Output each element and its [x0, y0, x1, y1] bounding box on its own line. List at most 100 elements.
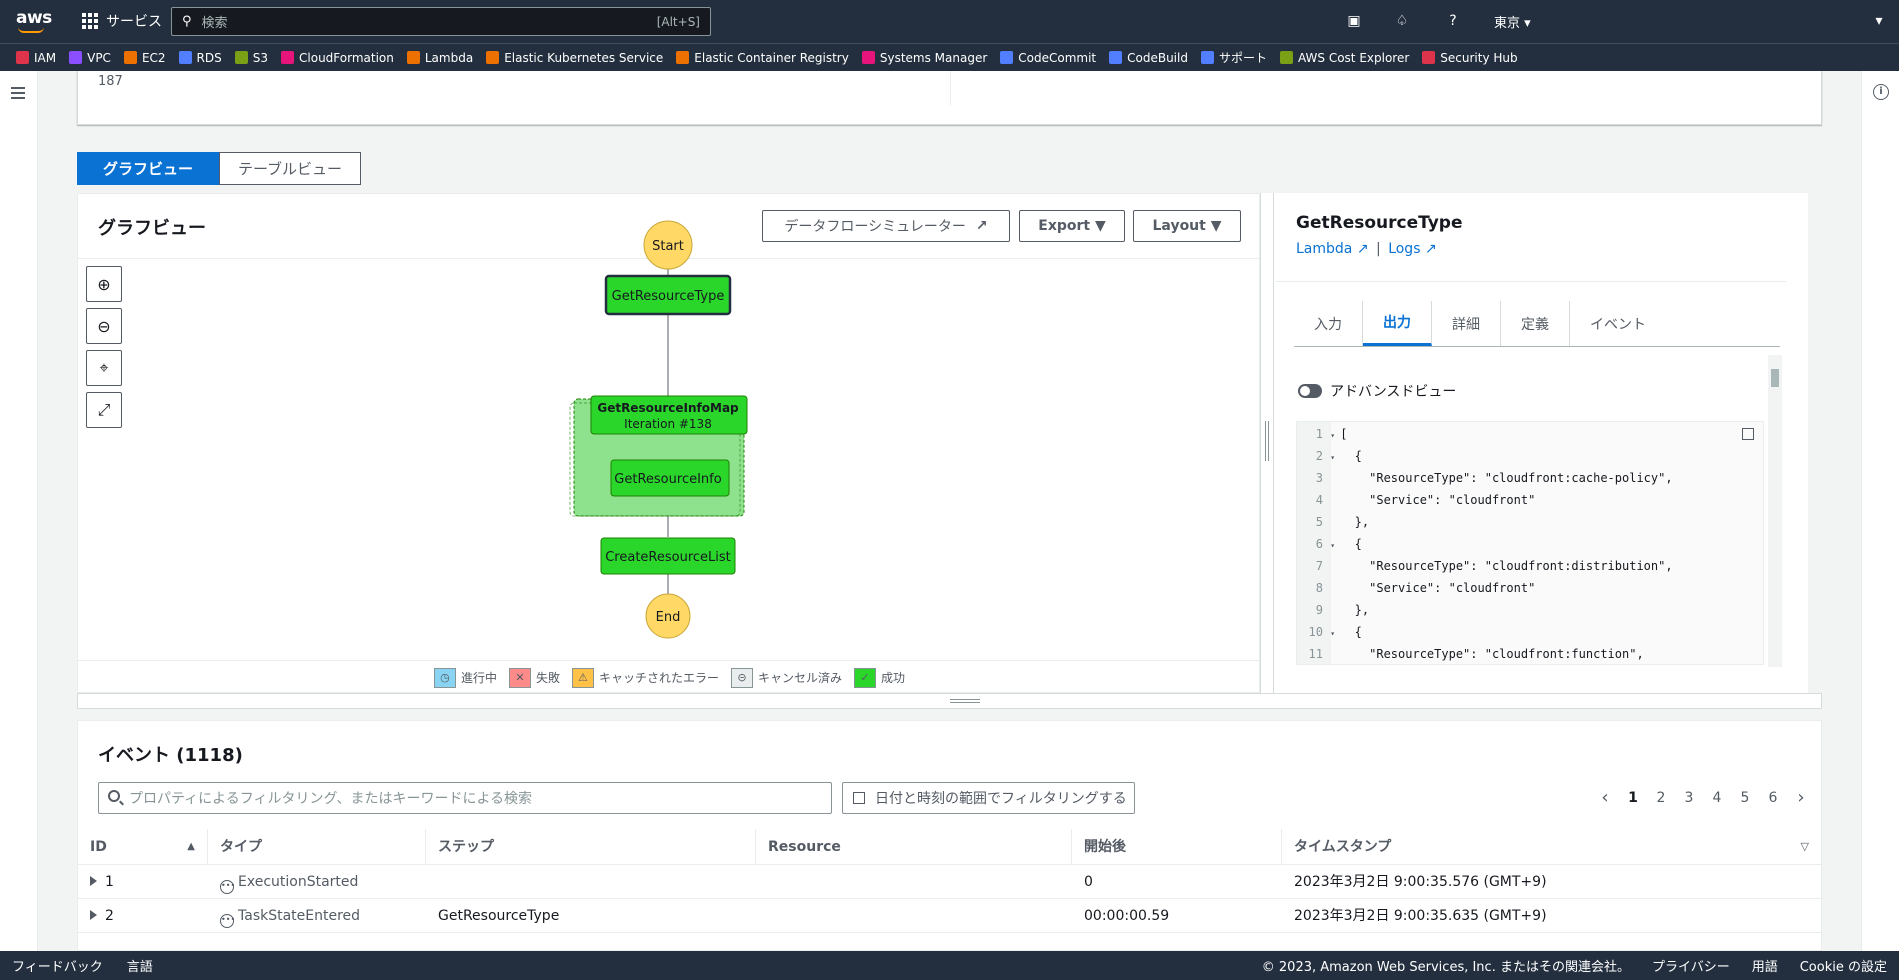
fold-toggle[interactable]: ▾	[1330, 629, 1336, 638]
fold-toggle[interactable]: ▾	[1330, 453, 1336, 462]
account-menu-button[interactable]: ▾	[1875, 13, 1883, 29]
column-header-4[interactable]: 開始後	[1072, 829, 1282, 865]
graph-view-button[interactable]: グラフビュー	[77, 152, 219, 185]
output-scrollbar[interactable]	[1768, 355, 1782, 667]
next-page-icon[interactable]: ›	[1797, 787, 1805, 808]
terms-link[interactable]: 用語	[1751, 960, 1778, 975]
help-icon[interactable]: ?	[1449, 13, 1457, 29]
detail-tab-0[interactable]: 入力	[1294, 301, 1363, 346]
line-number: 4	[1315, 493, 1323, 507]
advanced-view-toggle[interactable]: アドバンスドビュー	[1298, 381, 1456, 401]
region-selector[interactable]: 東京 ▾	[1494, 16, 1531, 31]
page-2[interactable]: 2	[1656, 789, 1666, 806]
service-icon	[234, 51, 248, 64]
horizontal-splitter[interactable]	[77, 693, 1822, 709]
info-icon[interactable]: i	[1873, 84, 1889, 100]
column-header-1[interactable]: タイプ	[208, 829, 426, 865]
external-link-icon: ↗	[1356, 241, 1369, 257]
output-code-viewer[interactable]: 1 ▾[2 ▾ {3 "ResourceType": "cloudfront:c…	[1296, 421, 1764, 665]
feedback-link[interactable]: フィードバック	[12, 960, 103, 975]
column-header-2[interactable]: ステップ	[426, 829, 756, 865]
expand-icon[interactable]	[90, 910, 97, 920]
copy-icon[interactable]	[1742, 428, 1754, 440]
cloudshell-icon[interactable]: ▣	[1347, 13, 1361, 29]
fold-toggle[interactable]: ▾	[1330, 431, 1336, 440]
table-view-button[interactable]: テーブルビュー	[219, 152, 361, 185]
cell-timestamp: 2023年3月2日 9:00:35.576 (GMT+9)	[1294, 874, 1547, 890]
page-5[interactable]: 5	[1740, 789, 1750, 806]
layout-button[interactable]: Layout ▼	[1133, 210, 1241, 242]
code-text: "ResourceType": "cloudfront:function",	[1340, 647, 1644, 661]
column-header-5[interactable]: タイムスタンプ▽	[1282, 829, 1822, 865]
favorite-9[interactable]: Systems Manager	[861, 51, 987, 65]
code-text: "ResourceType": "cloudfront:cache-policy…	[1340, 471, 1673, 485]
favorite-12[interactable]: サポート	[1200, 49, 1267, 66]
favorite-3[interactable]: RDS	[178, 51, 222, 65]
global-search-input[interactable]: ⚲ 検索 [Alt+S]	[171, 7, 711, 36]
expand-icon[interactable]	[90, 876, 97, 886]
favorite-1[interactable]: VPC	[69, 51, 111, 65]
vertical-splitter[interactable]	[1260, 193, 1274, 693]
aws-logo[interactable]: aws	[16, 8, 52, 33]
failed-icon: ✕	[508, 667, 531, 688]
legend-caught-error: ⚠キャッチされたエラー	[571, 667, 719, 688]
page-4[interactable]: 4	[1712, 789, 1722, 806]
prev-page-icon[interactable]: ‹	[1601, 787, 1609, 808]
code-text: },	[1340, 603, 1370, 617]
service-icon	[1109, 51, 1123, 64]
service-icon	[406, 51, 420, 64]
page-6[interactable]: 6	[1768, 789, 1778, 806]
external-link-icon: ↗	[975, 218, 988, 234]
line-number: 9	[1315, 603, 1323, 617]
column-header-0[interactable]: ID▲	[78, 829, 208, 865]
createresourcelist-node	[600, 537, 736, 575]
favorite-7[interactable]: Elastic Kubernetes Service	[486, 51, 663, 65]
zoom-out-icon[interactable]: ⊖	[86, 308, 122, 344]
events-filter-input[interactable]: プロパティによるフィルタリング、またはキーワードによる検索	[98, 782, 832, 814]
zoom-in-icon[interactable]: ⊕	[86, 266, 122, 302]
favorite-13[interactable]: AWS Cost Explorer	[1279, 51, 1409, 65]
export-button[interactable]: Export ▼	[1019, 210, 1125, 242]
favorite-14[interactable]: Security Hub	[1422, 51, 1518, 65]
favorite-8[interactable]: Elastic Container Registry	[676, 51, 849, 65]
date-range-filter-button[interactable]: 日付と時刻の範囲でフィルタリングする	[842, 782, 1135, 814]
toggle-switch[interactable]	[1298, 384, 1322, 398]
detail-tab-4[interactable]: イベント	[1590, 316, 1646, 333]
privacy-link[interactable]: プライバシー	[1651, 960, 1730, 975]
fold-toggle[interactable]: ▾	[1330, 541, 1336, 550]
success-icon: ✓	[854, 667, 877, 688]
panel-scrollbar[interactable]	[1808, 193, 1822, 693]
external-link-icon: ↗	[1424, 241, 1437, 257]
sort-ascending-icon[interactable]: ▲	[187, 841, 195, 852]
page-1[interactable]: 1	[1628, 789, 1638, 806]
page-3[interactable]: 3	[1684, 789, 1694, 806]
services-menu-button[interactable]: サービス	[82, 11, 162, 31]
favorite-4[interactable]: S3	[234, 51, 268, 65]
favorite-11[interactable]: CodeBuild	[1109, 51, 1188, 65]
favorite-2[interactable]: EC2	[123, 51, 166, 65]
legend-failed: ✕失敗	[508, 667, 560, 688]
code-text: {	[1340, 537, 1362, 551]
column-header-3[interactable]: Resource	[756, 829, 1072, 865]
favorite-10[interactable]: CodeCommit	[1000, 51, 1096, 65]
detail-tab-3[interactable]: 定義	[1501, 301, 1570, 346]
language-link[interactable]: 言語	[126, 960, 153, 975]
center-icon[interactable]: ⌖	[86, 350, 122, 386]
code-line: 6 ▾ {	[1297, 533, 1362, 555]
favorite-6[interactable]: Lambda	[406, 51, 473, 65]
fullscreen-icon[interactable]: ⤢	[86, 392, 122, 428]
detail-tab-1[interactable]: 出力	[1363, 301, 1432, 346]
favorite-5[interactable]: CloudFormation	[281, 51, 394, 65]
detail-tab-2[interactable]: 詳細	[1432, 301, 1501, 346]
cookie-settings-link[interactable]: Cookie の設定	[1799, 960, 1887, 975]
column-settings-icon[interactable]: ▽	[1800, 840, 1809, 853]
lambda-link[interactable]: Lambda	[1296, 241, 1353, 257]
data-flow-simulator-button[interactable]: データフローシミュレーター ↗	[762, 210, 1010, 242]
favorites-bar: IAM VPC EC2 RDS S3 CloudFormation Lambda Elasti…	[0, 43, 1899, 71]
menu-icon[interactable]	[11, 87, 25, 102]
notifications-bell-icon[interactable]: ♤	[1395, 13, 1409, 29]
favorite-0[interactable]: IAM	[16, 51, 56, 65]
logs-link[interactable]: Logs	[1388, 241, 1421, 257]
